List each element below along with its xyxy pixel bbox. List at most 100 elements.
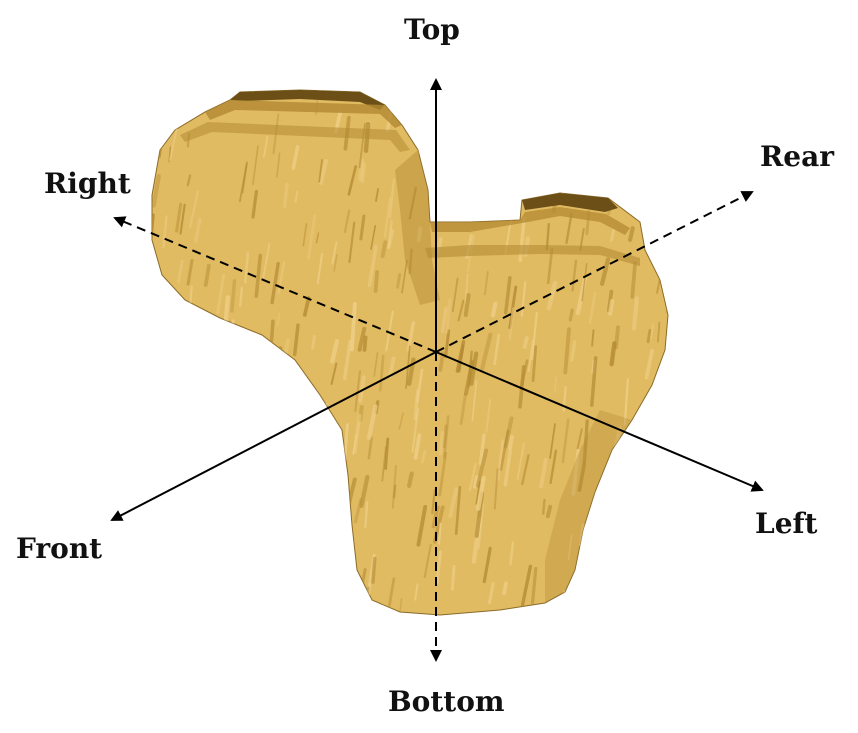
bone-striation bbox=[531, 312, 538, 360]
bone-striation bbox=[542, 151, 548, 165]
bone-striation bbox=[549, 449, 558, 484]
bone-striation bbox=[609, 228, 616, 242]
bone-striation bbox=[152, 550, 154, 575]
bone-striation bbox=[168, 290, 178, 326]
bone-striation bbox=[246, 448, 253, 470]
bone-striation bbox=[240, 391, 246, 420]
bone-striation bbox=[438, 430, 445, 456]
axis-right-arrow bbox=[113, 216, 437, 353]
bone-striation bbox=[326, 535, 334, 565]
bone-striation bbox=[444, 173, 451, 206]
bone-striation bbox=[612, 577, 618, 592]
bone-striation bbox=[627, 90, 633, 93]
bone-striation bbox=[251, 189, 258, 219]
bone-striation bbox=[471, 379, 478, 422]
bone-striation bbox=[438, 451, 448, 497]
bone-striation bbox=[628, 226, 635, 242]
bone-striation bbox=[545, 504, 553, 519]
bone-striation bbox=[203, 263, 211, 287]
bone-striation bbox=[588, 292, 597, 325]
bone-striation bbox=[565, 213, 573, 245]
bone-striation bbox=[607, 487, 618, 536]
bone-striation bbox=[352, 413, 362, 455]
bone-striation bbox=[424, 142, 433, 175]
bone-striation bbox=[175, 202, 183, 233]
bone-striation bbox=[440, 306, 448, 333]
bone-striation bbox=[254, 452, 260, 488]
bone-striation bbox=[358, 158, 365, 182]
bone-striation bbox=[509, 541, 515, 566]
bone-striation bbox=[583, 534, 589, 548]
bone-striation bbox=[581, 262, 588, 302]
bone-striation bbox=[576, 428, 583, 450]
bone-striation bbox=[475, 481, 482, 505]
bone-striation bbox=[243, 529, 250, 545]
bone-striation bbox=[392, 484, 397, 499]
bone-striation bbox=[216, 273, 226, 315]
bone-striation bbox=[169, 492, 178, 533]
bone-striation bbox=[186, 258, 194, 286]
bone-striation bbox=[399, 99, 406, 118]
bone-striation bbox=[439, 90, 450, 110]
bone-striation bbox=[467, 350, 473, 388]
bone-striation bbox=[485, 398, 492, 433]
bone-striation bbox=[442, 415, 450, 459]
bone-striation bbox=[613, 464, 619, 499]
bone-striation bbox=[666, 175, 668, 209]
bone-striation bbox=[257, 387, 263, 409]
bone-striation bbox=[297, 460, 306, 487]
bone-striation bbox=[375, 188, 380, 202]
bone-striation bbox=[645, 515, 654, 563]
bone-striation bbox=[478, 115, 487, 155]
bone-striation bbox=[152, 90, 162, 114]
bone-striation bbox=[658, 177, 667, 199]
bone-striation bbox=[192, 90, 198, 116]
bone-striation bbox=[387, 356, 396, 378]
bone-striation bbox=[435, 550, 442, 585]
bone-striation bbox=[344, 548, 352, 571]
bone-striation bbox=[462, 90, 474, 102]
bone-striation bbox=[561, 159, 569, 194]
bone-striation bbox=[193, 217, 202, 243]
bone-striation bbox=[348, 221, 356, 263]
bone-striation bbox=[162, 215, 168, 249]
bone-striation bbox=[311, 334, 316, 350]
bone-striation bbox=[327, 429, 334, 458]
bone-striation bbox=[367, 436, 373, 460]
bone-striation bbox=[307, 214, 317, 260]
bone-striation bbox=[631, 583, 642, 615]
bone-striation bbox=[646, 329, 652, 344]
bone-striation bbox=[562, 90, 571, 98]
bone-striation bbox=[502, 581, 508, 596]
bone-striation bbox=[561, 161, 569, 186]
bone-striation bbox=[237, 447, 246, 489]
bone-striation bbox=[632, 138, 641, 171]
bone-striation bbox=[571, 448, 581, 496]
bone-striation bbox=[478, 433, 486, 466]
bone-striation bbox=[399, 597, 403, 613]
bone-striation bbox=[665, 92, 668, 112]
bone-striation bbox=[189, 285, 193, 305]
bone-striation bbox=[414, 583, 419, 601]
bone-striation bbox=[347, 165, 358, 196]
bone-striation bbox=[616, 500, 622, 523]
bone-striation bbox=[272, 419, 279, 442]
bone-striation bbox=[416, 226, 423, 243]
bone-striation bbox=[611, 461, 616, 475]
bone-striation bbox=[613, 560, 620, 574]
bone-striation bbox=[213, 90, 222, 110]
bone-striation bbox=[282, 182, 289, 208]
bone-striation bbox=[605, 139, 614, 166]
bone-striation bbox=[215, 404, 224, 454]
bone-striation bbox=[490, 301, 498, 318]
bone-striation bbox=[167, 425, 171, 440]
bone-striation bbox=[396, 273, 402, 289]
bone-striation bbox=[385, 310, 394, 352]
bone-striation bbox=[284, 505, 295, 534]
bone-striation bbox=[383, 196, 392, 238]
bone-striation bbox=[275, 395, 281, 408]
coordinate-axes bbox=[110, 78, 764, 662]
bone-striation bbox=[624, 577, 633, 601]
bone-striation bbox=[582, 419, 589, 464]
bone-striation bbox=[186, 174, 192, 187]
